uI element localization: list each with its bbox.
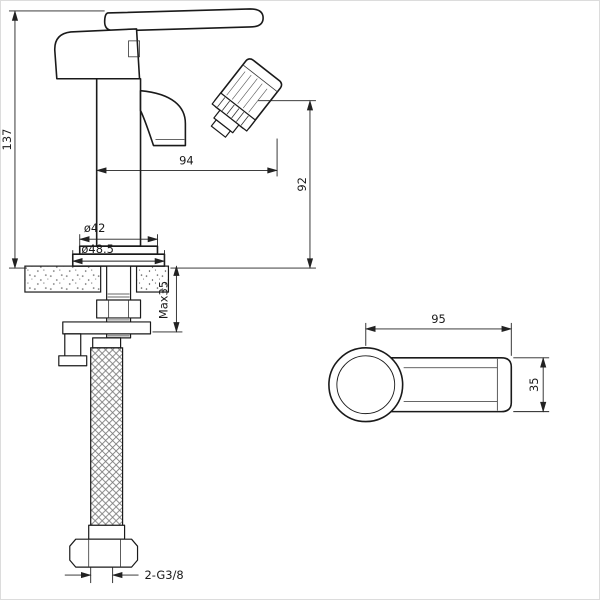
deck-slab-right: [135, 265, 170, 293]
cartridge-detail: [128, 40, 140, 58]
hose-collar: [88, 524, 126, 540]
dim-body-diameter: ø42: [78, 221, 159, 247]
spray-head-knurl: [226, 71, 268, 113]
dim-label-137: 137: [1, 129, 14, 151]
shank-threads: [107, 293, 130, 337]
dim-label-max35: Max35: [156, 281, 170, 319]
handle-circle-outer: [328, 347, 404, 423]
spray-head: [210, 58, 283, 138]
clamp-foot: [58, 355, 88, 367]
mixer-body: [54, 28, 141, 80]
aerator-hatch: [217, 97, 249, 126]
hose-end-nut: [69, 538, 139, 568]
dimensions-front: 137 94 92 ø42 ø48.5: [1, 10, 316, 584]
spray-head-outlet: [210, 119, 231, 138]
flex-hose: [90, 347, 124, 528]
dim-label-94: 94: [179, 153, 194, 167]
dim-label-35: 35: [527, 377, 541, 392]
dim-deck-thickness: Max35: [152, 265, 183, 333]
dim-topview-length: 95: [364, 312, 513, 356]
hose-connector: [92, 337, 122, 349]
dim-label-dia42: ø42: [84, 221, 106, 235]
clamp-arm: [64, 333, 82, 359]
top-view: 95 35: [328, 312, 550, 423]
dim-spray-height: 92: [170, 99, 316, 269]
dim-label-thread: 2-G3/8: [145, 568, 184, 582]
faucet-column: [95, 77, 142, 247]
mounting-nut: [96, 299, 142, 319]
dim-overall-height: 137: [1, 10, 105, 269]
clamp-plate: [62, 321, 152, 335]
dim-topview-width: 35: [513, 356, 550, 413]
dim-reach: 94: [95, 138, 278, 177]
deck-slab-left: [24, 265, 102, 293]
handle-circle-inner: [336, 355, 396, 415]
handle-lever: [103, 8, 264, 32]
spray-head-seam: [242, 64, 278, 93]
mounting-section: [24, 265, 170, 568]
dim-label-95: 95: [431, 312, 446, 326]
dim-base-diameter: ø48.5: [71, 242, 166, 267]
dim-hose-thread: 2-G3/8: [64, 567, 184, 584]
spout: [139, 89, 187, 147]
spout-top-outline: [388, 357, 513, 413]
dim-label-dia485: ø48.5: [81, 242, 114, 256]
dim-label-92: 92: [295, 177, 309, 192]
